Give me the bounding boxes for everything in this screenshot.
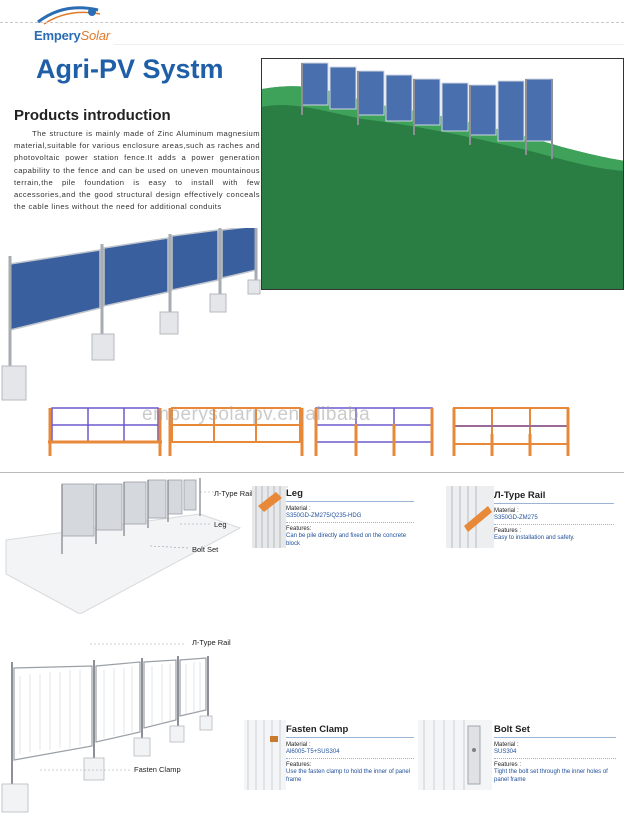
card-clamp-material: Al6005-T5+SUS304 — [286, 749, 340, 755]
card-rail-features-label: Features : — [494, 528, 522, 534]
callout-leg: Leg — [214, 520, 227, 529]
card-bolt-features-label: Features : — [494, 762, 522, 768]
section-divider — [0, 472, 624, 473]
card-leg-features: Can be pile directly and fixed on the co… — [286, 533, 407, 547]
header-rule-secondary — [114, 44, 624, 45]
card-leg: Leg Material : S350GD-ZM275/Q235-HDG Fea… — [286, 488, 414, 560]
hill-render-image — [261, 58, 624, 290]
callout-bolt-set: Bolt Set — [192, 545, 219, 554]
bolt-photo-icon — [418, 720, 492, 790]
card-clamp-material-label: Material : — [286, 742, 311, 748]
card-bolt-title: Bolt Set — [494, 724, 530, 735]
card-bolt-material: SUS304 — [494, 749, 517, 755]
card-bolt-set: Bolt Set Material : SUS304 Features : Ti… — [494, 724, 616, 794]
brand-name: EmperySolar — [34, 28, 110, 43]
card-leg-material: S350GD-ZM275/Q235-HDG — [286, 513, 362, 519]
card-rail-title: Л-Type Rail — [494, 490, 546, 501]
frame-diagram-1 — [48, 407, 162, 456]
leg-photo-icon — [252, 486, 288, 548]
header-rule — [0, 22, 624, 23]
frame-diagram-4 — [452, 407, 570, 456]
callout-fasten-clamp: Fasten Clamp — [134, 765, 181, 774]
clamp-photo-icon — [244, 720, 286, 790]
callout-rail-2: Л-Type Rail — [192, 638, 231, 647]
card-rail: Л-Type Rail Material : S350GD-ZM275 Feat… — [494, 490, 614, 552]
card-fasten-clamp: Fasten Clamp Material : Al6005-T5+SUS304… — [286, 724, 414, 794]
intro-body: The structure is mainly made of Zinc Alu… — [14, 129, 260, 212]
card-clamp-features-label: Features: — [286, 762, 312, 768]
card-leg-material-label: Material : — [286, 506, 311, 512]
watermark: emperysolarpv.en.alibaba — [142, 404, 371, 425]
intro-heading: Products introduction — [14, 107, 171, 124]
card-leg-features-label: Features: — [286, 526, 312, 532]
card-clamp-title: Fasten Clamp — [286, 724, 349, 735]
card-leg-title: Leg — [286, 488, 303, 499]
brand-logo-icon — [37, 6, 101, 25]
card-bolt-material-label: Material : — [494, 742, 519, 748]
fence-perspective-diagram — [5, 478, 242, 614]
card-leg-rule — [286, 501, 414, 502]
fence-render-image — [1, 228, 261, 401]
callout-rail: Л-Type Rail — [214, 489, 253, 498]
card-clamp-features: Use the fasten clamp to hold the inner o… — [286, 769, 411, 783]
card-rail-material-label: Material : — [494, 508, 519, 514]
card-bolt-features: Tight the bolt set through the inner hol… — [494, 769, 608, 783]
page-title: Agri-PV Systm — [36, 54, 224, 84]
frame-diagram-3 — [314, 407, 434, 456]
frame-diagram-2 — [168, 407, 304, 456]
card-rail-material: S350GD-ZM275 — [494, 515, 538, 521]
rail-photo-icon — [446, 486, 494, 548]
card-rail-features: Easy to installation and safety. — [494, 535, 575, 541]
hill-fence-illustration — [262, 62, 623, 289]
fence-detail-diagram — [1, 643, 213, 813]
